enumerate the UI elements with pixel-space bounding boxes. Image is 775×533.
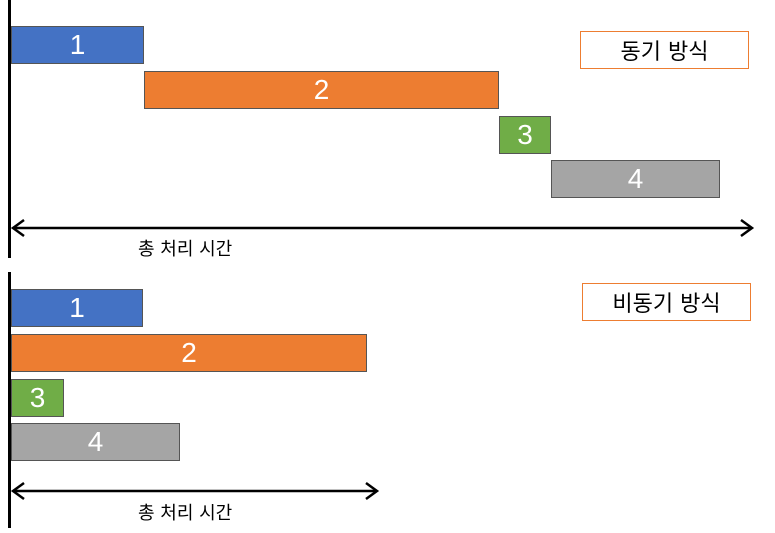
sync-task-bar-4: 4 bbox=[551, 160, 720, 198]
async-task-bar-1: 1 bbox=[11, 289, 143, 327]
async-total-time-arrow bbox=[10, 481, 380, 501]
sync-panel: 1 2 3 4 동기 방식 총 처리 시간 bbox=[0, 0, 775, 265]
sync-total-time-label: 총 처리 시간 bbox=[138, 239, 233, 260]
async-total-time-label: 총 처리 시간 bbox=[138, 503, 233, 524]
async-axis-line bbox=[8, 272, 11, 528]
sync-task-bar-3: 3 bbox=[499, 116, 551, 154]
async-task-bar-3: 3 bbox=[11, 379, 64, 417]
async-task-bar-4: 4 bbox=[11, 423, 180, 461]
sync-task-bar-2: 2 bbox=[144, 71, 499, 109]
sync-total-time-arrow bbox=[10, 218, 755, 238]
sync-axis-line bbox=[8, 0, 11, 258]
async-title-box: 비동기 방식 bbox=[582, 283, 751, 321]
sync-title-box: 동기 방식 bbox=[580, 31, 749, 69]
sync-task-bar-1: 1 bbox=[11, 26, 144, 64]
async-panel: 1 2 3 4 비동기 방식 총 처리 시간 bbox=[0, 272, 775, 533]
async-task-bar-2: 2 bbox=[11, 334, 367, 372]
